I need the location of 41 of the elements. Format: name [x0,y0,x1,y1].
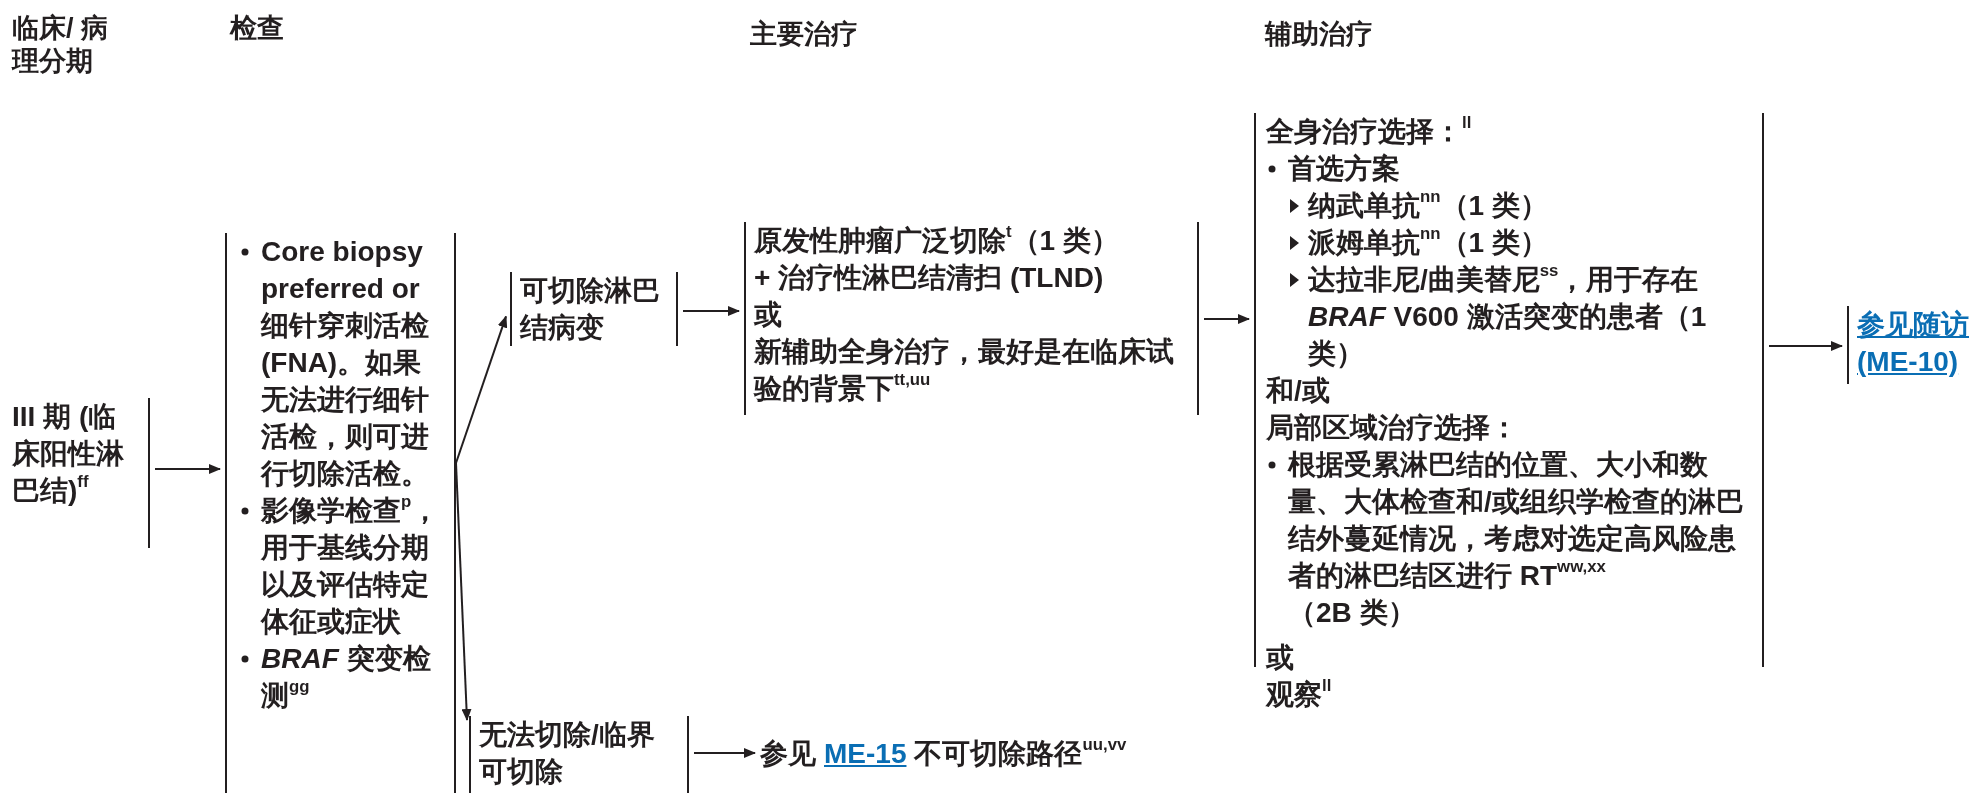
arrow [455,315,508,464]
node-text: 新辅助全身治疗，最好是在临床试验的背景下$^{tt,uu}$ [754,335,1175,406]
arrow [1768,341,1843,351]
node-text: 全身治疗选择：$^{ll}$ [1266,113,1473,149]
list-item: 首选方案 [1288,152,1401,186]
arrow [455,462,472,721]
node-text: 观察$^{ll}$ [1266,676,1333,712]
arrow [682,306,740,316]
node-text: 原发性肿瘤广泛切除$^{t}$（1 类） [754,222,1120,258]
stage-box [10,398,150,548]
workup-box [225,233,456,793]
column-heading: 检查 [230,12,285,45]
node-text: （2B 类） [1288,596,1417,630]
option-box [510,272,678,346]
treatment-box [744,222,1199,415]
column-heading: 临床/ 病理分期 [12,12,109,78]
list-item: 根据受累淋巴结的位置、大小和数量、大体检查和/或组织学检查的淋巴结外蔓延情况，考虑对选定高风险患者的淋巴结区进行 RT$^{ww,xx}$ [1288,448,1745,593]
list-item: 派姆单抗$^{nn}$（1 类） [1308,224,1549,260]
column-heading: 辅助治疗 [1265,18,1374,51]
node-text: 或 [754,298,783,332]
link: 参见随访 (ME-10) [1857,308,1970,379]
option-box [469,716,689,793]
list-item: Core biopsy preferred or 细针穿刺活检 (FNA)。如果无法进行细针活检，则可进行切除活检。 [261,235,430,491]
list-item: 纳武单抗$^{nn}$（1 类） [1308,187,1549,223]
node-text: 参见 [760,737,816,771]
column-heading: 主要治疗 [750,18,859,51]
arrow [693,748,756,758]
node-text: + 治疗性淋巴结清扫 (TLND) [754,261,1105,295]
arrow [154,464,221,474]
node-text: 无法切除/临界可切除 [479,718,656,789]
node-text: 不可切除路径$^{uu,vv}$ [914,735,1127,771]
list-item: 达拉非尼/曲美替尼$^{ss}$，用于存在 BRAF V600 激活突变的患者（1 类） [1308,261,1708,371]
arrow [1203,314,1250,324]
node-text: 可切除淋巴结病变 [520,274,661,345]
node-text: 和/或 [1266,374,1331,408]
link: ME-15 [824,737,907,771]
list-item: BRAF 突变检测$^{gg}$ [261,642,432,713]
node-text: III 期 (临床阳性淋巴结)$^{ff}$ [12,400,125,508]
list-item: 影像学检查$^{p}$，用于基线分期以及评估特定体征或症状 [261,492,441,639]
node-text: 局部区域治疗选择： [1266,411,1519,445]
node-text: 或 [1266,641,1295,675]
